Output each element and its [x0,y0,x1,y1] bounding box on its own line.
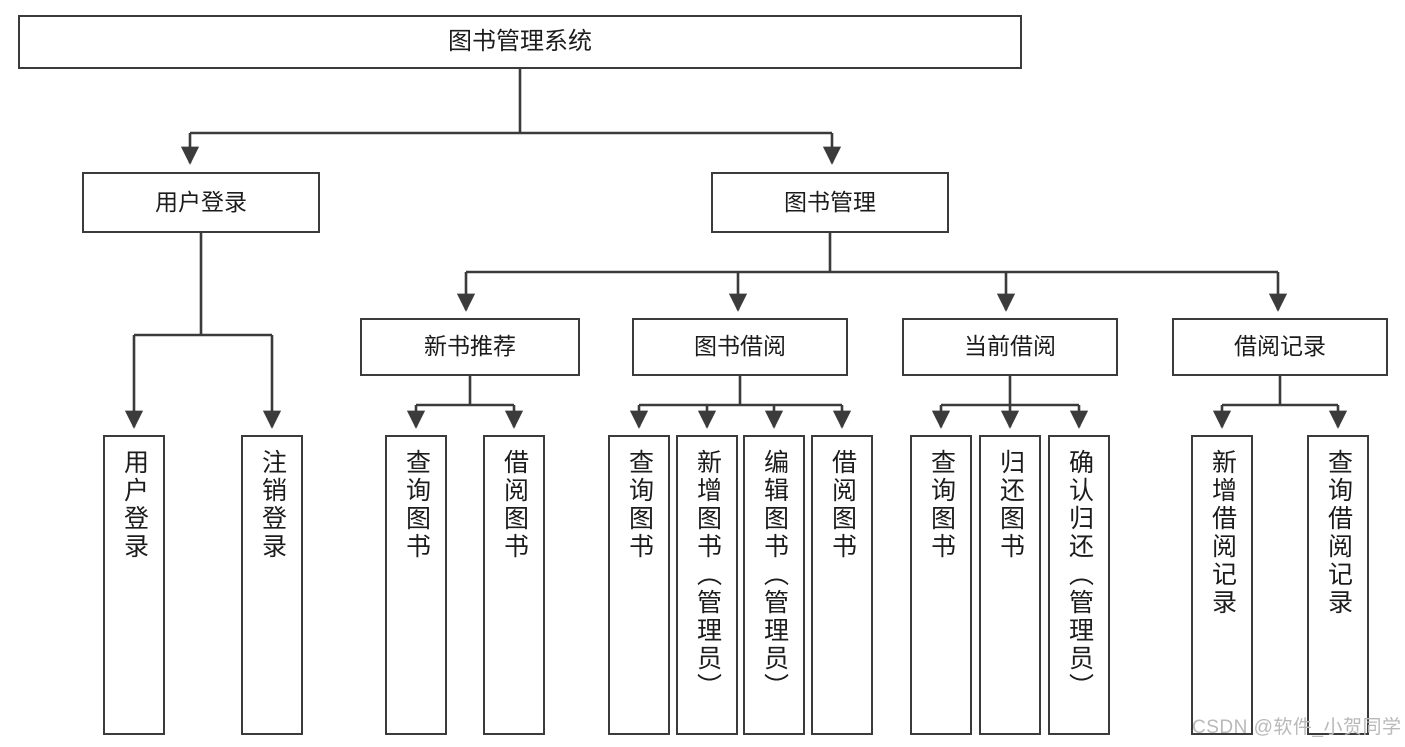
node-label: 新书推荐 [424,333,516,360]
node-root-system[interactable]: 图书管理系统 [18,15,1022,69]
leaf-query-book-current[interactable]: 查询图书 [910,435,972,735]
node-label: 编辑图书（管理员） [760,449,789,701]
node-label: 新增借阅记录 [1208,449,1237,617]
leaf-borrow-book-recommend[interactable]: 借阅图书 [483,435,545,735]
leaf-logout[interactable]: 注销登录 [241,435,303,735]
leaf-borrow-book[interactable]: 借阅图书 [811,435,873,735]
node-label: 当前借阅 [964,333,1056,360]
node-new-book-recommend[interactable]: 新书推荐 [360,318,580,376]
watermark: CSDN @软件_小贺同学 [1192,717,1402,738]
node-label: 归还图书 [996,449,1025,561]
leaf-query-book-borrow[interactable]: 查询图书 [608,435,670,735]
node-label: 查询图书 [927,449,956,561]
node-label: 借阅图书 [500,449,529,561]
node-current-borrow[interactable]: 当前借阅 [902,318,1118,376]
node-label: 查询图书 [625,449,654,561]
leaf-edit-book-admin[interactable]: 编辑图书（管理员） [743,435,805,735]
node-label: 注销登录 [258,449,287,561]
node-book-borrow[interactable]: 图书借阅 [632,318,848,376]
leaf-add-book-admin[interactable]: 新增图书（管理员） [676,435,738,735]
node-label: 用户登录 [120,449,149,561]
leaf-query-borrow-record[interactable]: 查询借阅记录 [1307,435,1369,735]
leaf-return-book[interactable]: 归还图书 [979,435,1041,735]
leaf-user-login[interactable]: 用户登录 [103,435,165,735]
node-label: 借阅图书 [828,449,857,561]
node-label: 查询图书 [402,449,431,561]
leaf-query-book-recommend[interactable]: 查询图书 [385,435,447,735]
leaf-confirm-return-admin[interactable]: 确认归还（管理员） [1048,435,1110,735]
node-user-login[interactable]: 用户登录 [82,172,320,233]
node-label: 借阅记录 [1234,333,1326,360]
leaf-add-borrow-record[interactable]: 新增借阅记录 [1191,435,1253,735]
node-borrow-record[interactable]: 借阅记录 [1172,318,1388,376]
node-label: 图书管理系统 [448,27,592,55]
node-label: 图书管理 [784,188,876,215]
node-label: 新增图书（管理员） [693,449,722,701]
node-book-management[interactable]: 图书管理 [711,172,949,233]
node-label: 查询借阅记录 [1324,449,1353,617]
node-label: 用户登录 [155,188,247,215]
node-label: 确认归还（管理员） [1065,449,1094,701]
node-label: 图书借阅 [694,333,786,360]
